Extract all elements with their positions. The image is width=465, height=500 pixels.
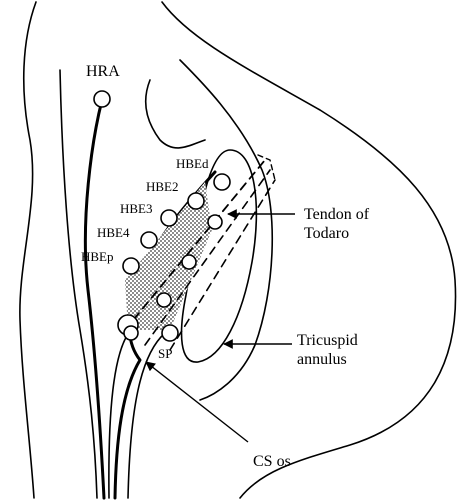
catheter-straight [59, 69, 98, 499]
label-tricuspid-line2: annulus [297, 351, 347, 368]
cs-os-leader [145, 361, 249, 443]
electrode-hbe4 [140, 231, 158, 249]
label-hbe4: HBE4 [97, 225, 130, 240]
electrode-proximal-inner [123, 325, 139, 341]
electrode-hbe3 [160, 209, 178, 227]
catheter-cs [127, 332, 166, 499]
outer-wall-right [161, 1, 457, 499]
label-hra: HRA [86, 63, 120, 80]
label-hbe2: HBE2 [146, 179, 179, 194]
tendon-of-todaro-dash-1 [124, 159, 266, 331]
label-hbed: HBEd [176, 156, 209, 171]
atrial-fold [179, 59, 274, 401]
catheter-hra [83, 98, 106, 500]
atrial-fold-inner [144, 79, 206, 149]
tendon-of-todaro-dash-2 [144, 169, 271, 346]
label-hbe3: HBE3 [120, 201, 153, 216]
label-sp: SP [158, 346, 172, 361]
electrode-hbed [213, 173, 231, 191]
label-hbep: HBEp [81, 249, 114, 264]
electrode-hbe2 [187, 192, 205, 210]
electrode-hra [93, 90, 111, 108]
electrode-hbep [122, 257, 140, 275]
tendon-of-todaro-tip [257, 154, 276, 181]
triangle-of-koch [125, 182, 212, 330]
label-tricuspid-line1: Tricuspid [297, 332, 358, 349]
electrode-inner-3 [156, 292, 172, 308]
electrode-inner-1 [207, 214, 223, 230]
tendon-of-todaro-dash-3 [169, 179, 276, 351]
outer-wall-left [19, 1, 37, 499]
label-cs-os: CS os [253, 453, 291, 470]
label-tendon-line2: Todaro [304, 225, 349, 242]
label-tendon-line1: Tendon of [304, 206, 370, 223]
electrode-inner-2 [181, 254, 197, 270]
electrode-sp [161, 324, 179, 342]
